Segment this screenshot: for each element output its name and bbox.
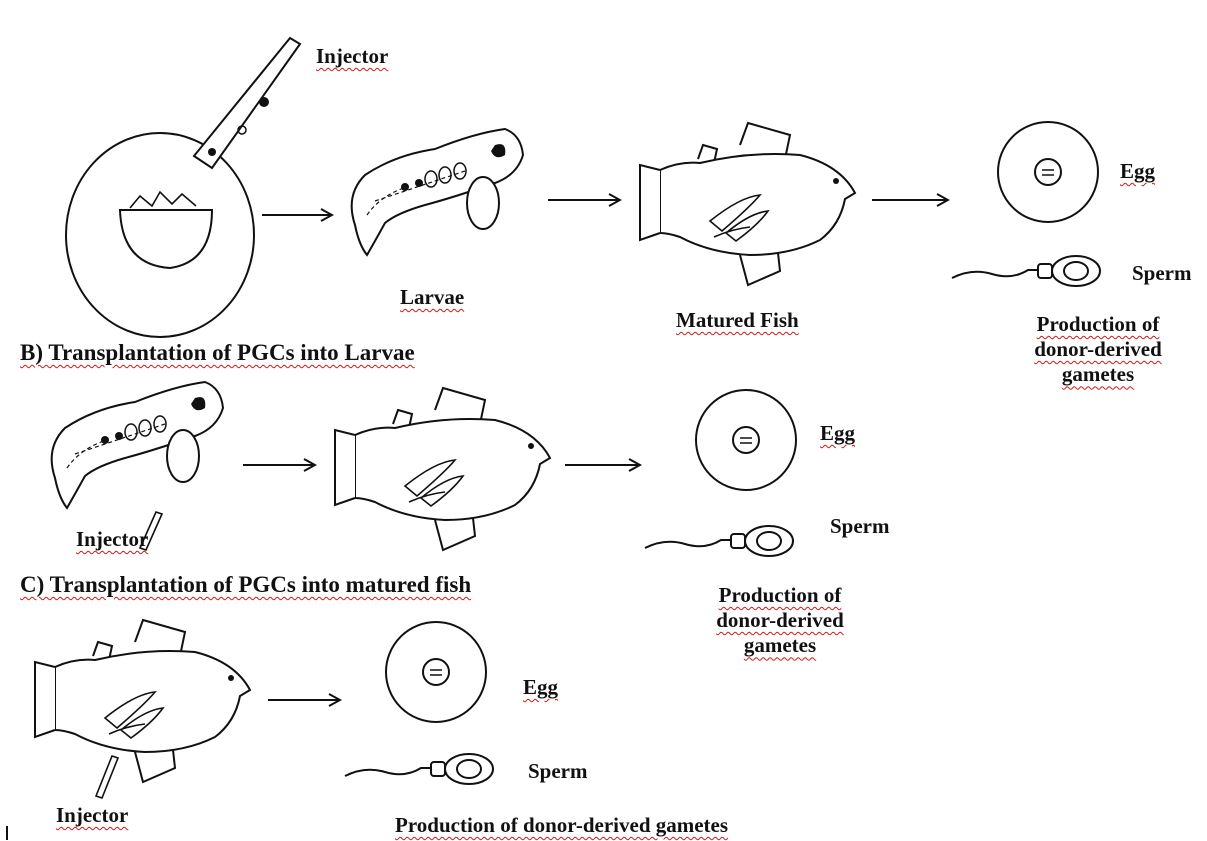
- label-egg-b: Egg: [820, 422, 855, 444]
- label-production-b: Production of donor-derived gametes: [690, 583, 870, 659]
- embryo-with-injector: [66, 38, 300, 337]
- larva-a: [352, 129, 523, 255]
- label-injector-b: Injector: [76, 528, 148, 550]
- matured-fish-c: [35, 620, 250, 782]
- sperm-a: [952, 256, 1100, 286]
- injector-c: [96, 756, 118, 798]
- label-matured-fish: Matured Fish: [676, 309, 799, 331]
- label-sperm-b: Sperm: [830, 515, 890, 537]
- matured-fish-b: [335, 388, 550, 550]
- label-egg-c: Egg: [523, 676, 558, 698]
- sperm-b: [645, 526, 793, 556]
- section-c-title: C) Transplantation of PGCs into matured …: [20, 572, 471, 598]
- egg-a: [998, 122, 1098, 222]
- label-larvae: Larvae: [400, 286, 464, 308]
- sperm-c: [345, 754, 493, 784]
- label-production-c: Production of donor-derived gametes: [395, 814, 728, 836]
- larva-b: [52, 382, 223, 508]
- section-b-title: B) Transplantation of PGCs into Larvae: [20, 340, 415, 366]
- label-injector-c: Injector: [56, 804, 128, 826]
- egg-b: [696, 390, 796, 490]
- label-egg-a: Egg: [1120, 160, 1155, 182]
- label-sperm-c: Sperm: [528, 760, 588, 782]
- label-injector-a: Injector: [316, 45, 388, 67]
- label-sperm-a: Sperm: [1132, 262, 1192, 284]
- egg-c: [386, 622, 486, 722]
- matured-fish-a: [640, 123, 855, 285]
- label-production-a: Production of donor-derived gametes: [1008, 312, 1188, 388]
